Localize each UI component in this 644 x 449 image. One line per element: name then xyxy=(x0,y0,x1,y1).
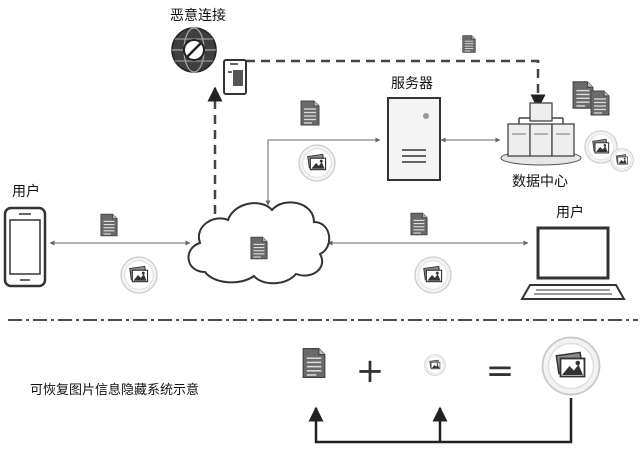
caption: 可恢复图片信息隐藏系统示意 xyxy=(30,382,199,398)
image-icon xyxy=(425,355,446,376)
plus-sign: + xyxy=(356,351,385,391)
malicious-link-label: 恶意连接 xyxy=(170,7,226,24)
document-icon xyxy=(591,91,609,115)
laptop-icon xyxy=(522,228,624,299)
image-icon xyxy=(543,338,600,395)
globe-block-icon xyxy=(172,28,216,72)
data-center-icon xyxy=(501,103,581,165)
image-icon xyxy=(415,257,451,293)
document-icon xyxy=(251,237,267,259)
document-icon xyxy=(301,101,319,125)
document-icon xyxy=(463,36,476,53)
equals-sign: = xyxy=(486,351,515,391)
trap-icon xyxy=(224,60,246,94)
image-icon xyxy=(299,145,335,181)
recovery-arrows xyxy=(316,398,571,442)
document-icon xyxy=(101,214,117,236)
document-icon xyxy=(411,213,427,235)
recovery-loop xyxy=(316,398,571,442)
user-right-label: 用户 xyxy=(556,204,584,221)
image-icon xyxy=(121,257,157,293)
image-icon xyxy=(611,149,634,172)
server-icon xyxy=(388,98,440,180)
document-icon xyxy=(573,82,593,108)
document-icon xyxy=(303,349,325,378)
phone-icon xyxy=(5,208,45,286)
user-left-label: 用户 xyxy=(12,183,40,200)
server-label: 服务器 xyxy=(391,76,433,92)
data-center-label: 数据中心 xyxy=(512,174,568,190)
